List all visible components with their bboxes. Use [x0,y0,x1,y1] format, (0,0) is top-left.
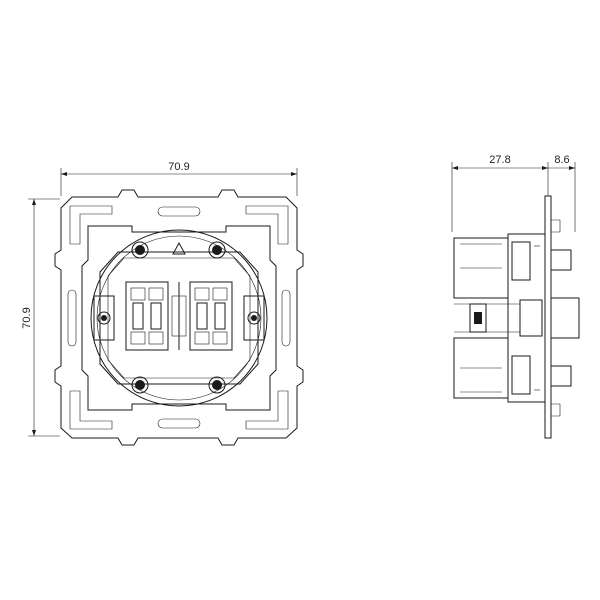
front-width-dimension: 70.9 [60,161,298,196]
terminal-blocks [125,281,233,351]
orientation-triangle-icon [172,241,186,255]
front-height-label: 70.9 [21,307,33,328]
side-view: 27.8 8.6 [451,154,580,439]
front-view: 70.9 70.9 [21,161,304,446]
front-module [454,233,580,403]
front-screws [131,241,226,394]
side-clamps [93,295,265,341]
side-depth-label: 27.8 [489,154,510,166]
mechanism-body [90,229,268,407]
side-plate-label: 8.6 [554,154,569,166]
mounting-plate [54,189,304,446]
front-height-dimension: 70.9 [21,198,60,437]
side-plate-dimension: 8.6 [548,154,576,232]
side-depth-dimension: 27.8 [451,154,549,232]
front-width-label: 70.9 [168,161,189,173]
side-plate [544,195,552,439]
